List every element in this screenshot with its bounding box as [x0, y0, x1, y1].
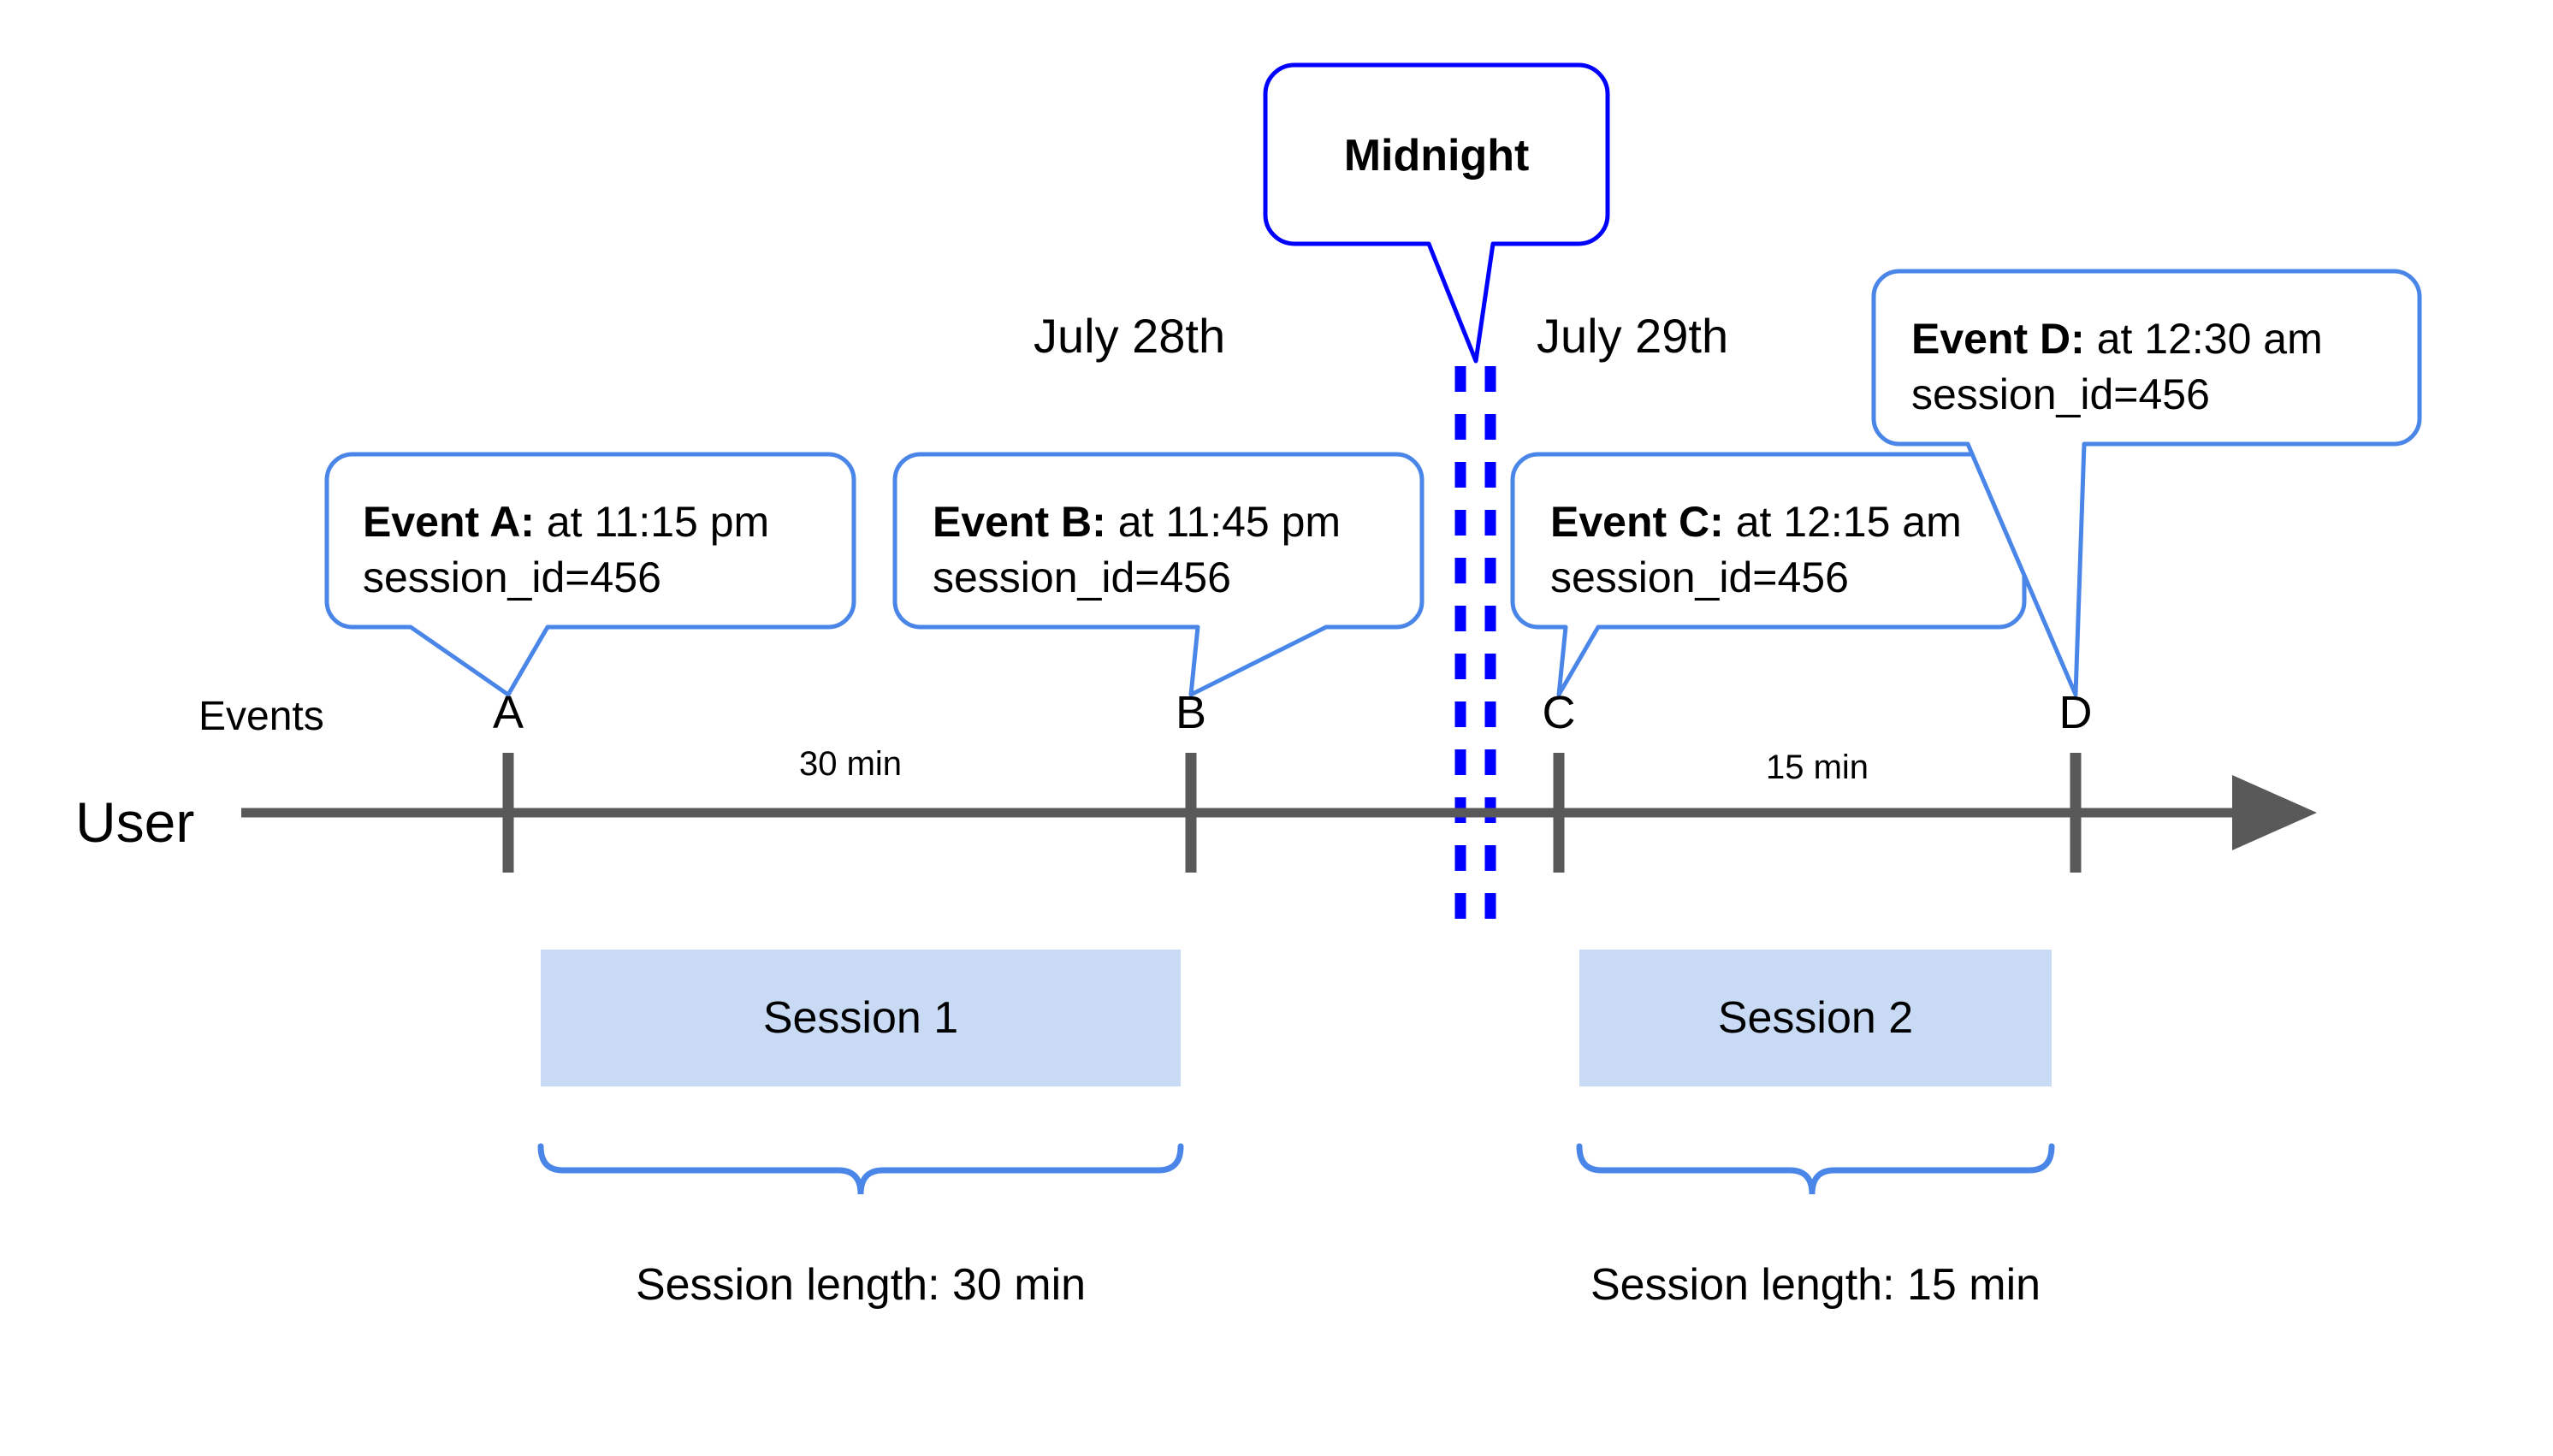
midnight-label: Midnight	[1343, 131, 1530, 181]
event-d-callout-text: Event D: at 12:30 am session_id=456	[1911, 311, 2323, 423]
session-2-bar: Session 2	[1579, 950, 2052, 1086]
midnight-callout-shape	[1263, 62, 1610, 364]
event-d-line2: session_id=456	[1911, 370, 2210, 418]
event-b-detail: at 11:45 pm	[1105, 498, 1342, 546]
event-marker-d: D	[2058, 687, 2093, 738]
event-tick-marks	[502, 753, 2082, 873]
session-2-label: Session 2	[1717, 993, 1914, 1043]
session-2-length-label: Session length: 15 min	[1590, 1260, 2041, 1310]
event-marker-c: C	[1542, 687, 1576, 738]
event-a-callout-shape	[324, 452, 856, 697]
event-c-lead: Event C:	[1550, 498, 1724, 546]
event-c-callout-shape	[1510, 452, 2027, 697]
event-b-lead: Event B:	[933, 498, 1106, 546]
event-a-lead: Event A:	[363, 498, 535, 546]
session-1-label: Session 1	[762, 993, 959, 1043]
event-marker-b: B	[1175, 687, 1207, 738]
midnight-dashed-lines	[1454, 366, 1496, 932]
event-b-line2: session_id=456	[933, 553, 1231, 601]
interval-label-a-b: 30 min	[798, 745, 903, 783]
event-d-lead: Event D:	[1911, 315, 2085, 363]
session-2-brace	[1576, 1143, 2055, 1195]
event-c-detail: at 12:15 am	[1723, 498, 1962, 546]
date-label-left: July 28th	[1034, 309, 1226, 363]
session-1-bar: Session 1	[541, 950, 1181, 1086]
session-1-length-label: Session length: 30 min	[635, 1260, 1087, 1310]
event-d-callout-shape	[1871, 269, 2422, 697]
user-lane-label: User	[75, 790, 195, 854]
event-c-line2: session_id=456	[1550, 553, 1849, 601]
event-b-callout-text: Event B: at 11:45 pm session_id=456	[933, 494, 1341, 606]
event-a-detail: at 11:15 pm	[534, 498, 770, 546]
event-c-callout-text: Event C: at 12:15 am session_id=456	[1550, 494, 1962, 606]
events-row-label: Events	[198, 694, 324, 739]
event-a-line2: session_id=456	[363, 553, 661, 601]
date-label-right: July 29th	[1537, 309, 1729, 363]
interval-label-c-d: 15 min	[1765, 749, 1869, 786]
event-d-detail: at 12:30 am	[2084, 315, 2323, 363]
event-marker-a: A	[492, 687, 524, 738]
event-a-callout-text: Event A: at 11:15 pm session_id=456	[363, 494, 769, 606]
event-b-callout-shape	[892, 452, 1425, 697]
session-1-brace	[537, 1143, 1184, 1195]
